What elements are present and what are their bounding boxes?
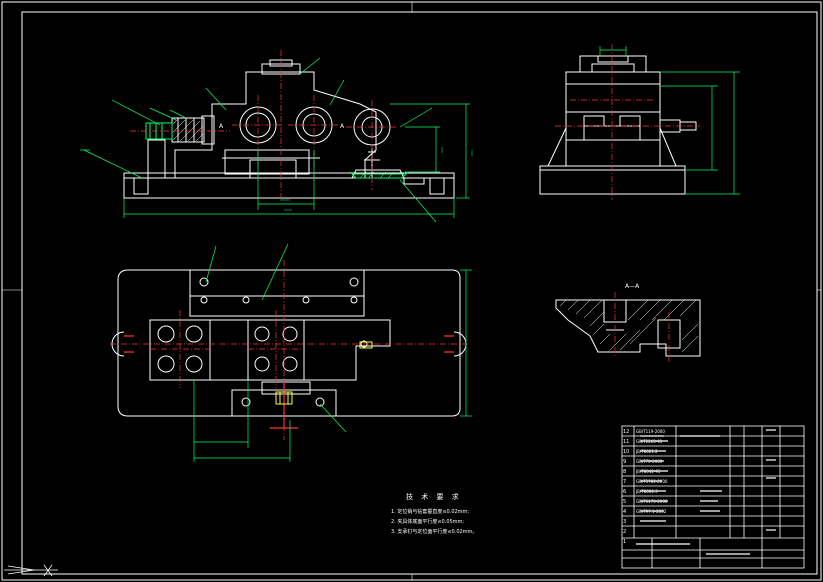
tech-requirement-line-2: 2. 夹具体底面平行度≤0.05mm; [391,519,465,525]
bom-code-4: 9 [623,459,627,465]
bom-std-9: GB/T97.1-2002 [636,509,667,514]
bom-part-codes: 12 11 10 9 8 7 6 5 4 3 2 1 [623,427,634,547]
bom-code-3: 10 [623,449,630,455]
bom-code-9: 4 [623,509,627,515]
top-view-dimensions [193,243,472,462]
bom-code-10: 3 [623,519,627,525]
view-marker-a-left: A [219,123,224,130]
title-block-text-marks [636,429,776,555]
bom-code-12: 1 [623,539,627,545]
bom-code-11: 2 [623,529,627,535]
top-view [111,269,467,417]
bom-code-6: 7 [623,479,627,485]
bom-std-7: JB/T8006.3 [636,489,658,494]
tech-requirement-line-3: 3. 支承钉与定位面平行度≤0.02mm。 [391,529,478,535]
section-a-a [555,299,701,357]
bom-code-2: 11 [623,439,630,445]
bom-code-8: 5 [623,499,627,505]
section-hatching [559,299,699,353]
section-label: A—A [625,283,640,290]
bom-standards: GB/T119-2000 GB/T2260-91 JB/T8021.2 GB/T… [636,427,676,517]
bom-code-1: 12 [623,429,630,435]
bom-std-3: JB/T8021.2 [636,449,658,454]
side-view-centerlines [555,44,700,200]
section-centerlines [614,292,670,362]
bom-std-6: GB/T5782-2000 [636,479,668,484]
tech-requirement-line-1: 1. 定位销与钻套垂直度≤0.02mm; [391,509,470,515]
bom-std-1: GB/T119-2000 [636,429,665,434]
top-view-holes [157,277,368,407]
bom-std-4: GB/T70-2000 [636,459,663,464]
bom-code-5: 8 [623,469,627,475]
yellow-parts [275,341,373,405]
side-view [539,55,697,195]
bom-std-2: GB/T2260-91 [636,439,663,444]
side-view-dimensions [599,46,740,195]
top-view-centerlines [110,260,470,440]
orientation-arrow-icon [4,564,58,577]
bom-code-7: 6 [623,489,627,495]
bom-std-5: JB/T8042-95 [636,469,661,474]
title-block [621,425,805,569]
front-view [80,50,473,223]
tech-requirements-title: 技 术 要 求 [406,493,462,501]
bom-std-8: GB/T6170-2000 [636,499,668,504]
inner-frame [21,11,818,575]
view-marker-a-right: A [340,123,345,130]
